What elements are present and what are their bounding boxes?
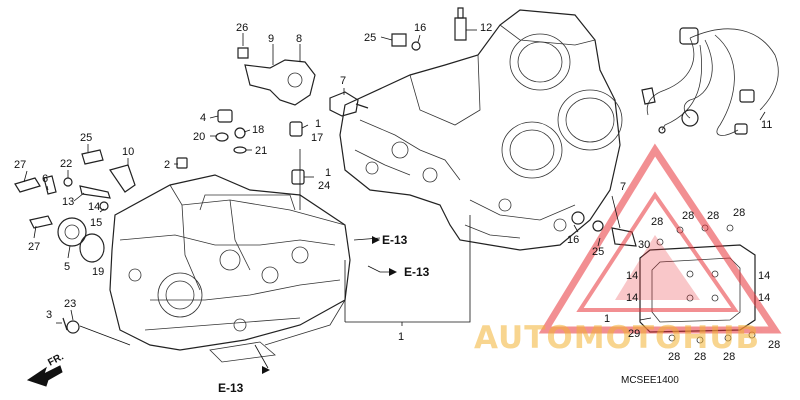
- callout-22: 22: [60, 158, 72, 170]
- leader-lines: [23, 29, 766, 369]
- callout-14-d: 14: [626, 292, 638, 304]
- callout-14-e: 14: [758, 292, 770, 304]
- callout-28-g: 28: [723, 351, 735, 363]
- callout-28-e: 28: [668, 351, 680, 363]
- callout-20: 20: [193, 131, 205, 143]
- upper-crankcase: [339, 9, 623, 251]
- callout-30: 30: [638, 239, 650, 251]
- callout-16-right: 16: [567, 234, 579, 246]
- callout-18: 18: [252, 124, 264, 136]
- callout-9: 9: [268, 33, 274, 45]
- callout-1-case: 1: [398, 331, 404, 343]
- callout-1-pin: 1: [325, 167, 331, 179]
- callout-14-b: 14: [626, 270, 638, 282]
- sensor-top: [329, 91, 369, 117]
- callout-17: 17: [311, 132, 323, 144]
- pressure-switch: [454, 7, 467, 41]
- callout-14-left: 14: [88, 201, 100, 213]
- ref-e13-bottom: E-13: [218, 381, 244, 395]
- callout-labels: 26 9 8 25 16 12 7 4 20 18 1 17 21 2 1 24…: [14, 22, 780, 363]
- callout-26: 26: [236, 22, 248, 34]
- watermark-logo: [538, 143, 782, 334]
- callout-13: 13: [62, 196, 74, 208]
- callout-8: 8: [296, 33, 302, 45]
- callout-28-f: 28: [694, 351, 706, 363]
- callout-15: 15: [90, 217, 102, 229]
- callout-4: 4: [200, 112, 206, 124]
- callout-6: 6: [42, 173, 48, 185]
- sensor-right: [571, 211, 637, 247]
- callout-28-b: 28: [682, 210, 694, 222]
- diagram-code: MCSEE1400: [621, 375, 679, 386]
- callout-12: 12: [480, 22, 492, 34]
- reference-arrows: [262, 236, 397, 374]
- callout-2: 2: [164, 159, 170, 171]
- callout-5: 5: [64, 261, 70, 273]
- bolt-top: [391, 33, 421, 51]
- callout-25-right: 25: [592, 246, 604, 258]
- lower-crankcase: [109, 174, 351, 363]
- watermark-text: AUTOMOTOHUB: [474, 320, 760, 356]
- callout-10: 10: [122, 146, 134, 158]
- callout-21: 21: [255, 145, 267, 157]
- bracket-assembly: [237, 47, 316, 106]
- dowel-pins: [176, 109, 305, 185]
- callout-14-c: 14: [758, 270, 770, 282]
- callout-7-top: 7: [340, 75, 346, 87]
- callout-29: 29: [628, 328, 640, 340]
- callout-1-dowel: 1: [315, 118, 321, 130]
- callout-28-h: 28: [768, 339, 780, 351]
- callout-28-c: 28: [707, 210, 719, 222]
- ref-e13-top: E-13: [382, 233, 408, 247]
- front-direction-arrow: [26, 365, 63, 387]
- callout-16-top: 16: [414, 22, 426, 34]
- callout-23: 23: [64, 298, 76, 310]
- callout-28-a: 28: [651, 216, 663, 228]
- callout-28-d: 28: [733, 207, 745, 219]
- wire-harness: [641, 27, 779, 136]
- callout-19: 19: [92, 266, 104, 278]
- callout-3: 3: [46, 309, 52, 321]
- callout-25-top: 25: [364, 32, 376, 44]
- ref-e13-middle: E-13: [404, 265, 430, 279]
- callout-11: 11: [761, 119, 772, 131]
- callout-27-bottom: 27: [28, 241, 40, 253]
- callout-27-top: 27: [14, 159, 26, 171]
- callout-24: 24: [318, 180, 330, 192]
- callout-7-right: 7: [620, 181, 626, 193]
- front-marker-label: FR.: [46, 351, 66, 368]
- callout-25-left: 25: [80, 132, 92, 144]
- callout-1-plate: 1: [604, 313, 610, 325]
